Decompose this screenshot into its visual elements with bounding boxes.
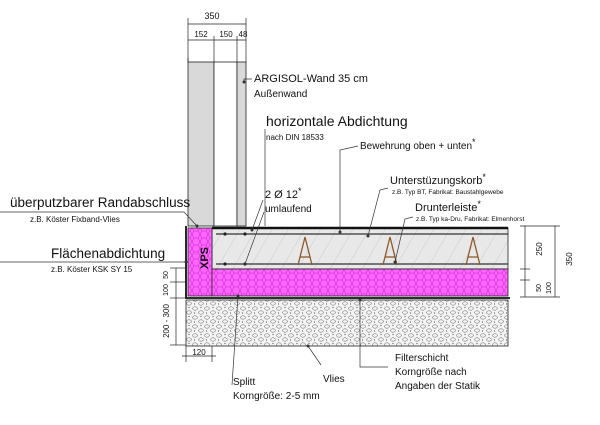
dim-right-small-2: 100: [546, 282, 553, 294]
dim-left-base: 200 - 300: [162, 304, 171, 338]
top-dimension: [187, 18, 247, 62]
filter-label-1: Filterschicht: [395, 353, 449, 364]
leader-lines: [0, 78, 414, 386]
support-title: Unterstüzungskorb*: [390, 172, 486, 187]
gravel-layer: [185, 299, 509, 347]
right-dimensions: [520, 225, 560, 298]
filter-label-3: Angaben der Statik: [395, 381, 481, 392]
fleece-label: Vlies: [323, 374, 345, 385]
xps-edge-insulation: [187, 227, 213, 297]
seal-title: horizontale Abdichtung: [266, 113, 408, 129]
dim-top-part-3: 48: [239, 30, 248, 39]
edge-finish-subtitle: z.B. Köster Fixband-Vlies: [30, 215, 120, 224]
dim-left-50: 50: [163, 271, 170, 279]
wall: [187, 58, 247, 227]
dim-bottom: 120: [192, 348, 206, 357]
reinforcement-label: Bewehrung oben + unten*: [360, 137, 476, 152]
split-label-2: Korngröße: 2-5 mm: [233, 391, 320, 402]
rebar-title: 2 Ø 12*: [265, 186, 302, 201]
xps-label: XPS: [199, 247, 211, 269]
edge-finish-title: überputzbarer Randabschluss: [10, 195, 190, 210]
dim-right-small: 50: [536, 284, 543, 292]
wall-title: ARGISOL-Wand 35 cm: [254, 73, 368, 85]
rebar-subtitle: umlaufend: [265, 204, 312, 215]
filter-label-2: Korngröße nach: [395, 367, 467, 378]
support-baskets: [297, 236, 481, 266]
wall-subtitle: Außenwand: [254, 89, 307, 100]
dim-right-total: 350: [565, 252, 574, 266]
lower-strip-title: Drunterleiste*: [415, 199, 481, 214]
surface-seal-title: Flächenabdichtung: [51, 246, 165, 261]
left-dimensions: [170, 267, 186, 346]
lower-strip-subtitle: z.B. Typ ka-Dru, Fabrikat: Elmenhorst: [416, 216, 524, 223]
dim-left-100: 100: [163, 284, 170, 296]
surface-seal-subtitle: z.B. Köster KSK SY 15: [51, 265, 133, 274]
dim-top-part-2: 150: [219, 30, 233, 39]
bottom-dimension: [182, 346, 216, 362]
split-label-1: Splitt: [233, 377, 255, 388]
leader-dots: [184, 80, 397, 348]
reinforcement: [216, 233, 508, 265]
dim-top-part-1: 152: [194, 30, 208, 39]
dim-right-slab: 250: [535, 242, 544, 256]
seal-subtitle: nach DIN 18533: [266, 133, 324, 142]
dim-top-total: 350: [204, 11, 219, 21]
support-subtitle: z.B. Typ BT, Fabrikat: Baustahlgewebe: [392, 189, 504, 196]
insulation-layer: [211, 268, 509, 297]
